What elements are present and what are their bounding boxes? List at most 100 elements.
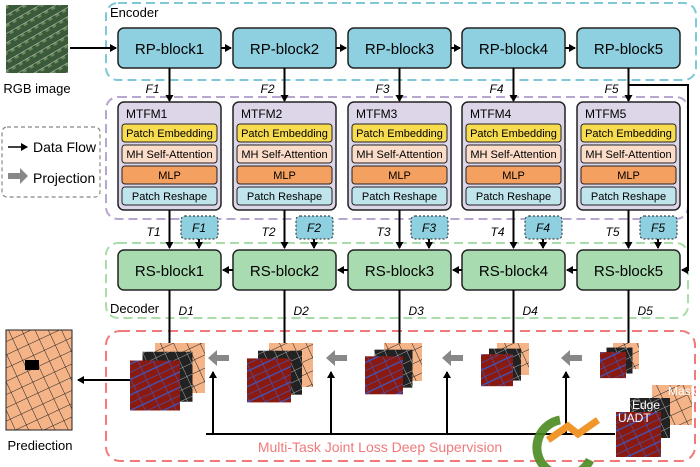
mtfm-layer <box>236 144 333 164</box>
projection-legend-icon <box>8 168 28 184</box>
mtfm-layer <box>236 186 333 206</box>
rp-block-label: RP-block5 <box>594 41 663 58</box>
prediction-label: Prediection <box>7 438 72 453</box>
skip-feature-box <box>410 215 449 240</box>
uadt-label: UADT <box>618 411 651 425</box>
mtfm-layer-label: Patch Reshape <box>247 191 322 203</box>
skip-feature-label: F1 <box>192 221 206 235</box>
mtfm-title: MTFM3 <box>356 107 398 121</box>
projection-arrow <box>561 350 582 366</box>
token-label: T5 <box>605 225 619 239</box>
legend-projection-label: Projection <box>33 170 95 186</box>
mtfm-layer-label: Patch Reshape <box>362 191 437 203</box>
mtfm-layer-label: MLP <box>273 170 296 182</box>
mtfm-layer-label: MH Self-Attention <box>126 149 212 161</box>
feature-label: F1 <box>145 82 159 96</box>
mtfm-title: MTFM4 <box>470 107 512 121</box>
encoder-label: Encoder <box>110 5 159 20</box>
mtfm-layer <box>121 144 218 164</box>
mtfm-layer <box>465 186 562 206</box>
mtfm-layer <box>465 123 562 143</box>
mtfm-layer <box>351 186 448 206</box>
mtfm-layer-label: Patch Embedding <box>126 128 213 140</box>
feature-label: F2 <box>260 82 274 96</box>
mtfm-layer <box>580 165 677 185</box>
mtfm-layer-label: Patch Embedding <box>356 128 443 140</box>
mtfm-layer-label: Patch Embedding <box>470 128 557 140</box>
mtfm-layer-label: MLP <box>502 170 525 182</box>
mtfm-layer-label: Patch Embedding <box>241 128 328 140</box>
projection-arrow <box>442 350 463 366</box>
feature-label: F4 <box>489 82 503 96</box>
mtfm-title: MTFM1 <box>126 107 168 121</box>
mtfm-layer <box>121 123 218 143</box>
prediction-building <box>25 360 39 370</box>
token-label: T2 <box>261 225 275 239</box>
rs-block-label: RS-block5 <box>594 263 663 280</box>
watermark-logo-mark <box>545 417 601 443</box>
skip-feature-box <box>180 215 219 240</box>
mtfm-layer-label: MH Self-Attention <box>585 149 671 161</box>
f5-bypass-arrow <box>628 84 689 274</box>
mtfm-layer-label: Patch Reshape <box>132 191 207 203</box>
mtfm-layer <box>351 123 448 143</box>
decoder-output-label: D5 <box>638 304 654 318</box>
supervision-label: Multi-Task Joint Loss Deep Supervision <box>258 439 502 455</box>
mtfm-layer <box>580 186 677 206</box>
mtfm-layer-label: MLP <box>388 170 411 182</box>
mtfm-title: MTFM5 <box>585 107 627 121</box>
mtfm-layer-label: Patch Embedding <box>585 128 672 140</box>
uadt-map <box>247 358 291 403</box>
decoder-output-label: D2 <box>294 304 310 318</box>
rp-block-label: RP-block3 <box>365 41 434 58</box>
rgb-image-label: RGB image <box>3 81 70 96</box>
mtfm-layer-label: MH Self-Attention <box>241 149 327 161</box>
mtfm-layer <box>580 144 677 164</box>
mtfm-layer <box>351 165 448 185</box>
edge-label: Edge <box>632 398 660 412</box>
rs-block-label: RS-block3 <box>365 263 434 280</box>
decoder-output-label: D4 <box>523 304 539 318</box>
legend-data-flow-label: Data Flow <box>33 139 97 155</box>
mtfm-layer <box>236 123 333 143</box>
feature-label: F5 <box>604 82 618 96</box>
uadt-map <box>130 360 180 411</box>
rs-block-label: RS-block2 <box>250 263 319 280</box>
projection-arrow <box>208 350 229 366</box>
rs-block-label: RS-block1 <box>135 263 204 280</box>
mtfm-layer-label: MH Self-Attention <box>470 149 556 161</box>
decoder-output-label: D1 <box>179 304 194 318</box>
mtfm-layer <box>121 165 218 185</box>
mtfm-layer-label: MH Self-Attention <box>356 149 442 161</box>
mtfm-layer-label: MLP <box>617 170 640 182</box>
skip-feature-box <box>524 215 563 240</box>
decoder-region <box>105 242 689 319</box>
token-label: T1 <box>146 225 160 239</box>
rp-block-label: RP-block1 <box>135 41 204 58</box>
token-label: T4 <box>490 225 504 239</box>
skip-feature-label: F5 <box>651 221 665 235</box>
feature-label: F3 <box>375 82 389 96</box>
skip-feature-box <box>295 215 334 240</box>
uadt-map <box>365 356 403 395</box>
uadt-map <box>481 354 513 387</box>
prediction-image <box>5 329 73 431</box>
token-label: T3 <box>376 225 390 239</box>
uadt-legend-map <box>616 412 661 457</box>
encoder-region <box>105 2 697 81</box>
mtfm-layer <box>351 144 448 164</box>
projection-arrow <box>326 350 347 366</box>
rs-block-label: RS-block4 <box>479 263 548 280</box>
mtfm-layer <box>236 165 333 185</box>
mtfm-layer-label: Patch Reshape <box>476 191 551 203</box>
rp-block-label: RP-block2 <box>250 41 319 58</box>
uadt-map <box>600 352 626 379</box>
decoder-label: Decoder <box>110 301 160 316</box>
mask-label: Mask <box>668 384 698 398</box>
skip-feature-label: F3 <box>422 221 436 235</box>
skip-feature-label: F2 <box>307 221 321 235</box>
legend-box <box>1 126 101 198</box>
decoder-output-label: D3 <box>409 304 425 318</box>
